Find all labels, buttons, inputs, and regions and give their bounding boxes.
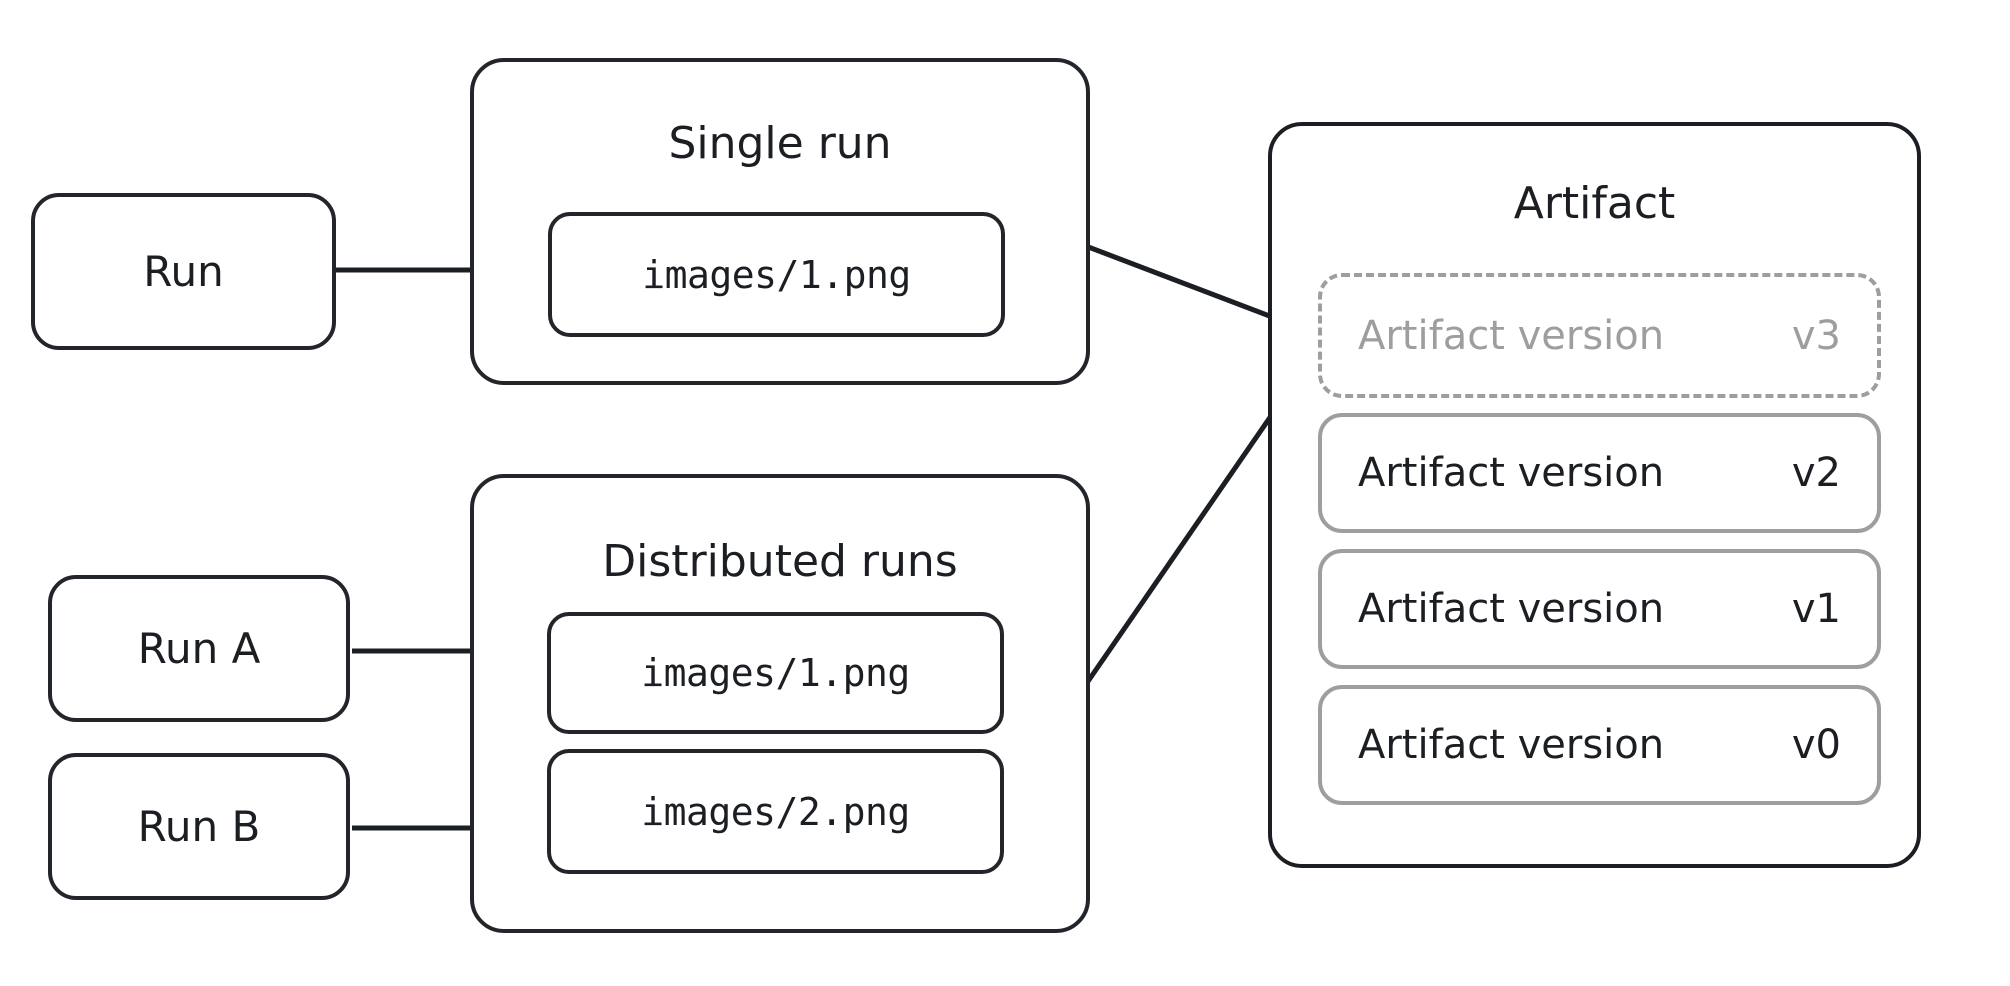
artifact-version-tag: v2 — [1791, 450, 1841, 496]
group-single-run-title: Single run — [668, 118, 892, 169]
artifact-version-v1[interactable]: Artifact version v1 — [1318, 549, 1881, 669]
file-box-single-run-1[interactable]: images/1.png — [548, 212, 1005, 337]
artifact-version-name: Artifact version — [1358, 722, 1665, 768]
artifact-version-v3[interactable]: Artifact version v3 — [1318, 273, 1881, 398]
node-run-a-label: Run A — [137, 623, 261, 673]
artifact-version-tag: v3 — [1791, 312, 1841, 359]
artifact-version-tag: v1 — [1791, 586, 1841, 632]
file-path-label: images/1.png — [642, 252, 911, 297]
file-path-label: images/2.png — [641, 789, 910, 834]
node-run[interactable]: Run — [31, 193, 336, 350]
artifact-version-name: Artifact version — [1358, 450, 1665, 496]
artifact-version-tag: v0 — [1791, 722, 1841, 768]
node-run-b-label: Run B — [137, 801, 261, 851]
group-distributed-runs[interactable]: Distributed runs images/1.png images/2.p… — [470, 474, 1090, 933]
artifact-container[interactable]: Artifact Artifact version v3 Artifact ve… — [1268, 122, 1921, 868]
artifact-version-name: Artifact version — [1358, 312, 1665, 359]
file-path-label: images/1.png — [641, 651, 910, 695]
artifact-version-name: Artifact version — [1358, 586, 1665, 632]
artifact-version-v2[interactable]: Artifact version v2 — [1318, 413, 1881, 533]
node-run-label: Run — [143, 246, 224, 296]
artifact-version-v0[interactable]: Artifact version v0 — [1318, 685, 1881, 805]
group-single-run[interactable]: Single run images/1.png — [470, 58, 1090, 385]
group-distributed-runs-title: Distributed runs — [602, 536, 958, 587]
file-box-distributed-1[interactable]: images/1.png — [547, 612, 1004, 734]
file-box-distributed-2[interactable]: images/2.png — [547, 749, 1004, 874]
node-run-a[interactable]: Run A — [48, 575, 350, 722]
node-run-b[interactable]: Run B — [48, 753, 350, 900]
artifact-title: Artifact — [1513, 178, 1676, 229]
